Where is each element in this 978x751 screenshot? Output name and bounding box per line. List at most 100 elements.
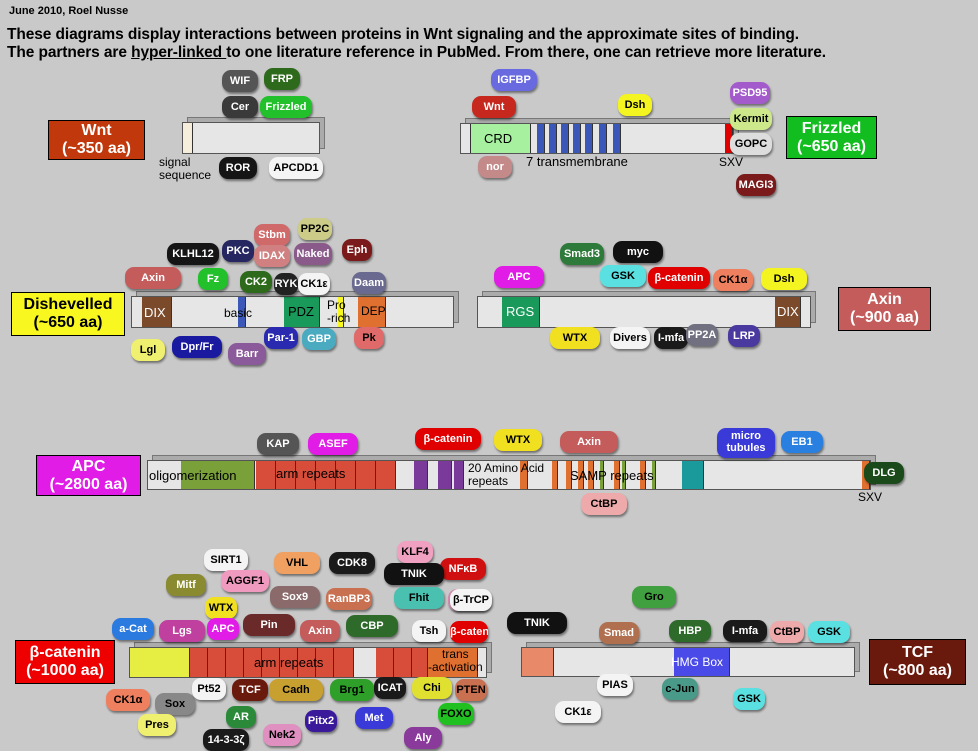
partner-pill[interactable]: AR xyxy=(226,706,256,728)
partner-pill[interactable]: APCDD1 xyxy=(269,157,323,179)
partner-pill[interactable]: Pitx2 xyxy=(305,710,337,732)
partner-pill[interactable]: ROR xyxy=(219,157,257,179)
partner-pill[interactable]: LRP xyxy=(728,325,760,347)
partner-pill[interactable]: KAP xyxy=(257,433,299,455)
partner-pill[interactable]: TCF xyxy=(232,679,268,701)
partner-pill[interactable]: 14-3-3ζ xyxy=(203,729,249,751)
partner-pill[interactable]: nor xyxy=(478,156,512,178)
partner-pill[interactable]: Frizzled xyxy=(260,96,312,118)
partner-pill[interactable]: Axin xyxy=(300,620,340,642)
partner-pill[interactable]: GSK xyxy=(808,621,850,643)
partner-pill[interactable]: Par-1 xyxy=(264,327,298,349)
partner-pill[interactable]: Kermit xyxy=(730,108,772,130)
partner-pill[interactable]: I-mfa xyxy=(723,620,767,642)
wnt-title-box[interactable]: Wnt (~350 aa) xyxy=(48,120,145,160)
partner-pill[interactable]: AGGF1 xyxy=(221,570,269,592)
partner-pill[interactable]: WIF xyxy=(222,70,258,92)
partner-pill[interactable]: Naked xyxy=(294,243,332,265)
partner-pill[interactable]: DLG xyxy=(864,462,904,484)
partner-pill[interactable]: GBP xyxy=(302,328,336,350)
partner-pill[interactable]: HBP xyxy=(669,620,711,642)
partner-pill[interactable]: Dpr/Fr xyxy=(172,336,222,358)
partner-pill[interactable]: RanBP3 xyxy=(326,588,372,610)
bcatenin-title-box[interactable]: β-catenin (~1000 aa) xyxy=(15,640,115,684)
partner-pill[interactable]: Stbm xyxy=(254,224,290,246)
partner-pill[interactable]: Smad xyxy=(599,622,639,644)
partner-pill[interactable]: PP2A xyxy=(686,324,718,346)
partner-pill[interactable]: Sox9 xyxy=(270,586,320,608)
partner-pill[interactable]: Fhit xyxy=(394,587,444,609)
partner-pill[interactable]: EB1 xyxy=(781,431,823,453)
partner-pill[interactable]: RYK xyxy=(274,273,298,295)
partner-pill[interactable]: WTX xyxy=(205,597,237,619)
partner-pill[interactable]: GSK xyxy=(600,265,646,287)
partner-pill[interactable]: IDAX xyxy=(254,245,290,267)
partner-pill[interactable]: Sox xyxy=(155,693,195,715)
partner-pill[interactable]: TNIK xyxy=(507,612,567,634)
partner-pill[interactable]: Lgs xyxy=(159,620,205,642)
partner-pill[interactable]: FRP xyxy=(264,68,300,90)
partner-pill[interactable]: Met xyxy=(355,707,393,729)
partner-pill[interactable]: CK1α xyxy=(106,689,150,711)
partner-pill[interactable]: Dsh xyxy=(761,268,807,290)
partner-pill[interactable]: Chi xyxy=(412,677,452,699)
apc-title-box[interactable]: APC (~2800 aa) xyxy=(36,455,141,496)
partner-pill[interactable]: Axin xyxy=(125,267,181,289)
partner-pill[interactable]: APC xyxy=(494,266,544,288)
partner-pill[interactable]: Axin xyxy=(560,431,618,453)
partner-pill[interactable]: CK2 xyxy=(240,271,272,293)
partner-pill[interactable]: β-catenin xyxy=(450,621,488,643)
partner-pill[interactable]: Cadh xyxy=(269,679,323,701)
partner-pill[interactable]: Smad3 xyxy=(560,243,604,265)
partner-pill[interactable]: Pres xyxy=(138,714,176,736)
partner-pill[interactable]: Barr xyxy=(228,343,266,365)
partner-pill[interactable]: Tsh xyxy=(412,620,446,642)
partner-pill[interactable]: ASEF xyxy=(308,433,358,455)
partner-pill[interactable]: Nek2 xyxy=(263,724,301,746)
partner-pill[interactable]: Aly xyxy=(404,727,442,749)
partner-pill[interactable]: a-Cat xyxy=(112,618,154,640)
partner-pill[interactable]: Cer xyxy=(222,96,258,118)
partner-pill[interactable]: β-catenin xyxy=(415,428,481,450)
partner-pill[interactable]: PKC xyxy=(222,240,254,262)
partner-pill[interactable]: CK1ε xyxy=(555,701,601,723)
partner-pill[interactable]: β-catenin xyxy=(648,267,710,289)
partner-pill[interactable]: FOXO xyxy=(438,703,474,725)
partner-pill[interactable]: CK1ε xyxy=(298,273,330,295)
partner-pill[interactable]: WTX xyxy=(550,327,600,349)
dishevelled-title-box[interactable]: Dishevelled (~650 aa) xyxy=(11,292,125,336)
partner-pill[interactable]: c-Jun xyxy=(662,678,698,700)
partner-pill[interactable]: Pin xyxy=(243,614,295,636)
partner-pill[interactable]: Eph xyxy=(342,239,372,261)
partner-pill[interactable]: APC xyxy=(207,618,239,640)
frizzled-title-box[interactable]: Frizzled (~650 aa) xyxy=(786,116,877,159)
partner-pill[interactable]: Pt52 xyxy=(192,678,226,700)
partner-pill[interactable]: Lgl xyxy=(131,339,165,361)
hyper-linked-text[interactable]: hyper-linked xyxy=(131,44,227,61)
partner-pill[interactable]: Divers xyxy=(610,327,650,349)
partner-pill[interactable]: WTX xyxy=(494,429,542,451)
partner-pill[interactable]: Wnt xyxy=(472,96,516,118)
partner-pill[interactable]: KLHL12 xyxy=(167,243,219,265)
partner-pill[interactable]: CDK8 xyxy=(329,552,375,574)
partner-pill[interactable]: PSD95 xyxy=(730,82,770,104)
partner-pill[interactable]: PIAS xyxy=(597,674,633,696)
partner-pill[interactable]: GSK xyxy=(733,688,765,710)
partner-pill[interactable]: GOPC xyxy=(730,133,772,155)
partner-pill[interactable]: β-TrCP xyxy=(450,589,492,611)
axin-title-box[interactable]: Axin (~900 aa) xyxy=(838,287,931,331)
partner-pill[interactable]: NFκB xyxy=(440,558,486,580)
partner-pill[interactable]: VHL xyxy=(274,552,320,574)
partner-pill[interactable]: TNIK xyxy=(384,563,444,585)
partner-pill[interactable]: KLF4 xyxy=(397,541,433,563)
partner-pill[interactable]: CtBP xyxy=(581,493,627,515)
tcf-title-box[interactable]: TCF (~800 aa) xyxy=(869,639,966,685)
partner-pill[interactable]: Mitf xyxy=(166,574,206,596)
partner-pill[interactable]: I-mfa xyxy=(654,327,688,349)
partner-pill[interactable]: Dsh xyxy=(618,94,652,116)
partner-pill[interactable]: MAGI3 xyxy=(736,174,776,196)
partner-pill[interactable]: Pk xyxy=(354,327,384,349)
partner-pill[interactable]: PP2C xyxy=(298,218,332,240)
partner-pill[interactable]: ICAT xyxy=(374,677,406,699)
